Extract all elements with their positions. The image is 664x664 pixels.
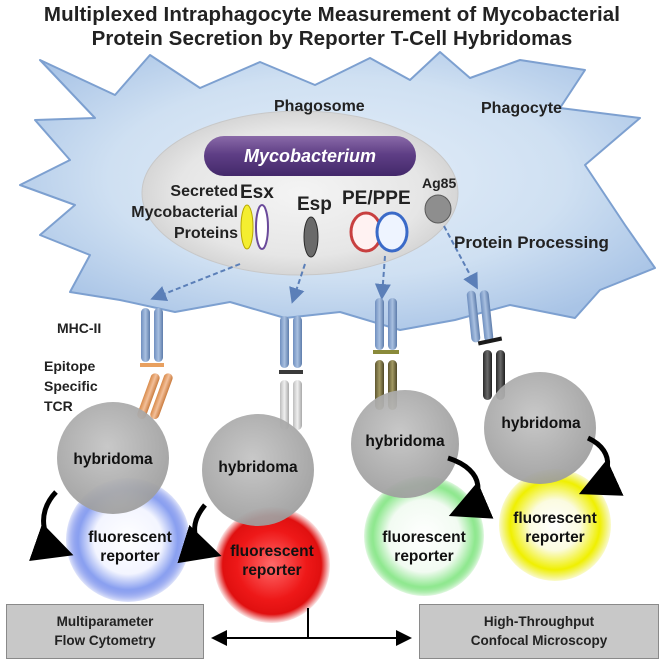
hybridoma-label-2: hybridoma bbox=[218, 459, 298, 476]
flow-cytometry-line-1: Multiparameter bbox=[56, 614, 154, 629]
reporter-label-2: fluorescent reporter bbox=[212, 542, 332, 580]
ag85-protein bbox=[424, 194, 452, 224]
processing-arrow-ag85 bbox=[443, 225, 478, 290]
esp-protein bbox=[303, 216, 319, 258]
phagocyte-label: Phagocyte bbox=[481, 100, 562, 117]
activation-arrow-3 bbox=[447, 455, 494, 519]
pe-ppe-label: PE/PPE bbox=[342, 188, 411, 209]
confocal-microscopy-line-2: Confocal Microscopy bbox=[470, 633, 608, 648]
hybridoma-cell-1 bbox=[57, 402, 169, 514]
esx-protein-purple bbox=[255, 204, 269, 250]
mhc-ii-label: MHC-II bbox=[57, 320, 102, 336]
secreted-line-1: Secreted bbox=[170, 183, 238, 200]
hybridoma-label-4: hybridoma bbox=[501, 415, 581, 432]
reporter-1-line-1: fluorescent bbox=[88, 529, 172, 546]
mhc-tcr-complex-4 bbox=[466, 290, 505, 400]
epitope-line-1: Epitope bbox=[44, 358, 96, 374]
reporter-label-3: fluorescent reporter bbox=[364, 528, 484, 566]
reporter-label-1: fluorescent reporter bbox=[68, 528, 192, 566]
reporter-2-line-2: reporter bbox=[242, 562, 302, 579]
title-line-1: Multiplexed Intraphagocyte Measurement o… bbox=[43, 3, 621, 26]
reporter-4-line-1: fluorescent bbox=[513, 510, 597, 527]
hybridoma-label-3: hybridoma bbox=[365, 433, 445, 450]
ppe-protein bbox=[375, 211, 409, 253]
reporter-3-line-2: reporter bbox=[394, 548, 454, 565]
processing-arrow-esp bbox=[289, 263, 306, 304]
reporter-4-line-2: reporter bbox=[525, 529, 585, 546]
activation-arrow-1 bbox=[29, 490, 74, 561]
mycobacterium bbox=[204, 136, 416, 176]
reporter-yellow bbox=[499, 469, 611, 581]
epitope-line-2: Specific bbox=[44, 378, 98, 394]
esx-label: Esx bbox=[240, 182, 274, 203]
esp-label: Esp bbox=[297, 194, 332, 215]
hybridoma-cell-4 bbox=[484, 372, 596, 484]
activation-arrow-4 bbox=[578, 435, 624, 496]
esx-protein-yellow bbox=[240, 204, 254, 250]
ag85-label: Ag85 bbox=[422, 175, 457, 191]
flow-cytometry-box: Multiparameter Flow Cytometry bbox=[6, 604, 204, 659]
confocal-microscopy-box: High-Throughput Confocal Microscopy bbox=[419, 604, 659, 659]
title-line-2: Protein Secretion by Reporter T-Cell Hyb… bbox=[91, 27, 573, 50]
processing-arrow-pe bbox=[374, 255, 391, 300]
activation-arrow-2 bbox=[177, 503, 222, 564]
hybridoma-cell-2 bbox=[202, 414, 314, 526]
hybridoma-label-1: hybridoma bbox=[73, 451, 153, 468]
confocal-microscopy-line-1: High-Throughput bbox=[483, 614, 595, 629]
phagosome-label: Phagosome bbox=[274, 98, 365, 115]
reporter-label-4: fluorescent reporter bbox=[497, 509, 613, 547]
mycobacterium-label: Mycobacterium bbox=[243, 146, 377, 166]
reporter-red bbox=[214, 507, 330, 623]
secreted-line-3: Proteins bbox=[173, 225, 238, 242]
epitope-tcr-label: Epitope Specific TCR bbox=[44, 356, 98, 416]
reporter-2-line-1: fluorescent bbox=[230, 543, 314, 560]
hybridoma-cell-3 bbox=[351, 390, 459, 498]
flow-cytometry-line-2: Flow Cytometry bbox=[54, 633, 156, 648]
mhc-tcr-complex-2 bbox=[279, 316, 303, 430]
secreted-proteins-label: Secreted Mycobacterial Proteins bbox=[128, 181, 238, 244]
mhc-tcr-complex-1 bbox=[137, 308, 173, 419]
protein-processing-label: Protein Processing bbox=[454, 233, 609, 252]
reporter-1-line-2: reporter bbox=[100, 548, 160, 565]
epitope-line-3: TCR bbox=[44, 398, 73, 414]
reporter-3-line-1: fluorescent bbox=[382, 529, 466, 546]
secreted-line-2: Mycobacterial bbox=[131, 204, 238, 221]
